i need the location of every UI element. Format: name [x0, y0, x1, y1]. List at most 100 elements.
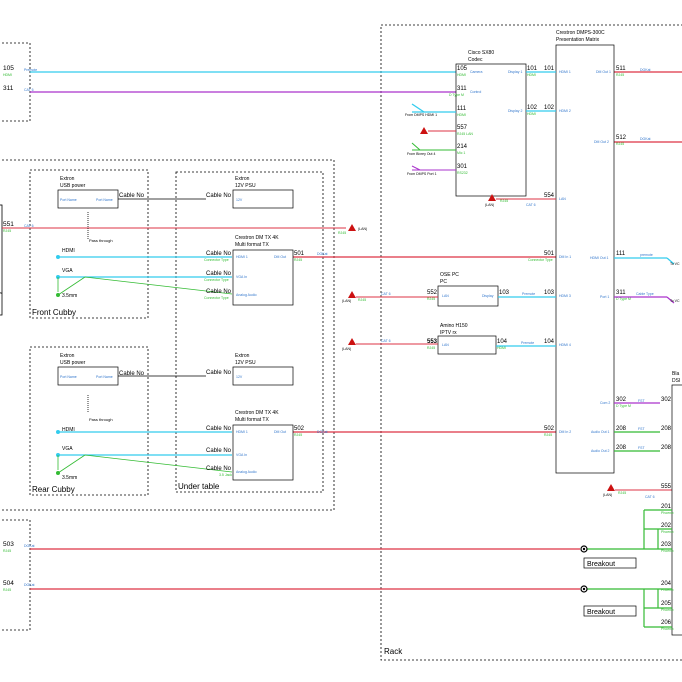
svg-text:OSE PC: OSE PC [440, 272, 459, 278]
svg-text:Com 2: Com 2 [600, 401, 610, 405]
svg-text:553: 553 [427, 339, 438, 345]
front-cubby-label: Front Cubby [32, 308, 76, 317]
left-105-conn: Premote [24, 68, 37, 72]
left-edge-box-mid [0, 204, 3, 316]
svg-text:DGKat: DGKat [317, 430, 328, 434]
svg-text:USB power: USB power [60, 360, 86, 366]
svg-text:Display: Display [482, 294, 494, 298]
left-504: 504 [3, 580, 14, 587]
svg-text:RJ45: RJ45 [544, 433, 552, 437]
svg-text:Pass through: Pass through [89, 417, 113, 422]
svg-text:Breakout: Breakout [587, 561, 615, 568]
svg-text:VGA: VGA [62, 446, 73, 452]
left-311-conn: CAT 6 [24, 88, 34, 92]
svg-text:RS232: RS232 [457, 171, 468, 175]
svg-text:DM Out 1: DM Out 1 [596, 70, 611, 74]
svg-text:Phoenix: Phoenix [661, 530, 674, 534]
svg-text:Port Name: Port Name [96, 375, 113, 379]
svg-text:Phoenix: Phoenix [661, 511, 674, 515]
svg-text:From DMPS Port 1: From DMPS Port 1 [407, 172, 437, 176]
svg-text:LAN: LAN [559, 197, 566, 201]
svg-text:Phoenix: Phoenix [661, 549, 674, 553]
svg-text:RJ45: RJ45 [294, 258, 302, 262]
svg-text:Cable No: Cable No [119, 193, 145, 199]
rack-region [380, 24, 682, 661]
svg-text:Cable No: Cable No [206, 426, 232, 432]
lan-555-cat: CAT 6 [645, 495, 655, 499]
left-503-conn: DGKat [24, 544, 35, 548]
svg-text:206: 206 [661, 620, 672, 626]
breakout-2: Breakout [580, 585, 637, 617]
svg-text:111: 111 [457, 106, 467, 112]
svg-text:DGKat: DGKat [317, 252, 328, 256]
front-cubby-sources: HDMI VGA 3.5mm [56, 248, 233, 299]
svg-text:CAT 6: CAT 6 [381, 339, 391, 343]
cisco-sx80: Cisco SX80 Codec 105 HDMI Camera 311 D T… [405, 50, 538, 197]
svg-text:PC: PC [440, 279, 447, 285]
svg-text:FST: FST [638, 446, 645, 450]
svg-text:Crestron DM TX 4K: Crestron DM TX 4K [235, 410, 279, 416]
svg-text:FST: FST [638, 399, 645, 403]
svg-text:Phoenix: Phoenix [661, 608, 674, 612]
svg-text:501: 501 [544, 251, 555, 257]
svg-text:DM In 2: DM In 2 [559, 430, 571, 434]
svg-text:Phoenix: Phoenix [661, 627, 674, 631]
svg-text:IPTV rx: IPTV rx [440, 330, 457, 336]
svg-text:DSI: DSI [672, 378, 680, 384]
svg-text:311: 311 [616, 290, 626, 296]
svg-text:Extron: Extron [60, 353, 75, 359]
rear-cubby-sources: HDMI VGA 3.5mm [56, 427, 233, 481]
svg-text:Breakout: Breakout [587, 609, 615, 616]
svg-text:DM In 1: DM In 1 [559, 255, 571, 259]
crestron-tx-top: Crestron DM TX 4K Multi format TX 501 RJ… [204, 235, 328, 306]
svg-text:Cable No: Cable No [206, 370, 232, 376]
svg-text:Connector Type: Connector Type [204, 258, 229, 262]
svg-text:DM Out 2: DM Out 2 [594, 140, 609, 144]
svg-text:3.5mm: 3.5mm [62, 293, 77, 299]
svg-text:Premote: Premote [522, 292, 535, 296]
svg-text:554: 554 [544, 193, 555, 199]
svg-text:Port 1: Port 1 [600, 295, 609, 299]
svg-text:208: 208 [616, 445, 627, 451]
svg-text:208: 208 [661, 426, 672, 432]
lan-551-tag: (LAN) [358, 227, 367, 231]
svg-text:Cable No: Cable No [206, 193, 232, 199]
svg-text:HDMI 1: HDMI 1 [236, 255, 248, 259]
left-edge-box-top [0, 42, 31, 122]
svg-text:103: 103 [499, 290, 510, 296]
svg-text:Connector Type: Connector Type [204, 278, 229, 282]
svg-text:Port Name: Port Name [60, 198, 77, 202]
svg-text:RJ45: RJ45 [358, 298, 366, 302]
svg-text:Amino H150: Amino H150 [440, 323, 468, 329]
extron-psu-top: Extron 12V PSU Cable No 12V [206, 176, 294, 209]
svg-text:Connector Type: Connector Type [204, 296, 229, 300]
svg-text:D Type M: D Type M [616, 297, 631, 301]
svg-text:Display 2: Display 2 [508, 109, 522, 113]
svg-text:HDMI: HDMI [457, 113, 466, 117]
left-105-sub: HDMI [3, 73, 12, 77]
svg-text:12V PSU: 12V PSU [235, 360, 256, 366]
left-551-conn: CAT 6 [24, 224, 34, 228]
svg-text:208: 208 [661, 445, 672, 451]
svg-text:VGA In: VGA In [236, 275, 247, 279]
left-edge-box-bottom [0, 519, 31, 631]
svg-text:HDMI 4: HDMI 4 [559, 343, 571, 347]
svg-text:Port Name: Port Name [96, 198, 113, 202]
lan-554-tag: (LAN) [485, 203, 494, 207]
svg-text:premote: premote [640, 253, 653, 257]
svg-text:Phoenix: Phoenix [661, 588, 674, 592]
extron-usb-front: Extron USB power Port Name Port Name Cab… [57, 176, 206, 243]
left-105: 105 [3, 65, 14, 72]
svg-text:Cable No: Cable No [206, 271, 232, 277]
svg-text:Multi format TX: Multi format TX [235, 417, 269, 423]
svg-text:12V PSU: 12V PSU [235, 183, 256, 189]
svg-text:RJ45: RJ45 [616, 73, 624, 77]
svg-text:HDMI: HDMI [527, 73, 536, 77]
svg-text:RJ45: RJ45 [427, 346, 435, 350]
ose-pc: OSE PC PC 552 RJ45 LAN Display 103 Premo… [342, 272, 556, 307]
svg-text:557: 557 [457, 125, 468, 131]
rack-label: Rack [384, 647, 403, 656]
svg-text:208: 208 [616, 426, 627, 432]
svg-text:Display 1: Display 1 [508, 70, 522, 74]
svg-text:501: 501 [294, 251, 305, 257]
